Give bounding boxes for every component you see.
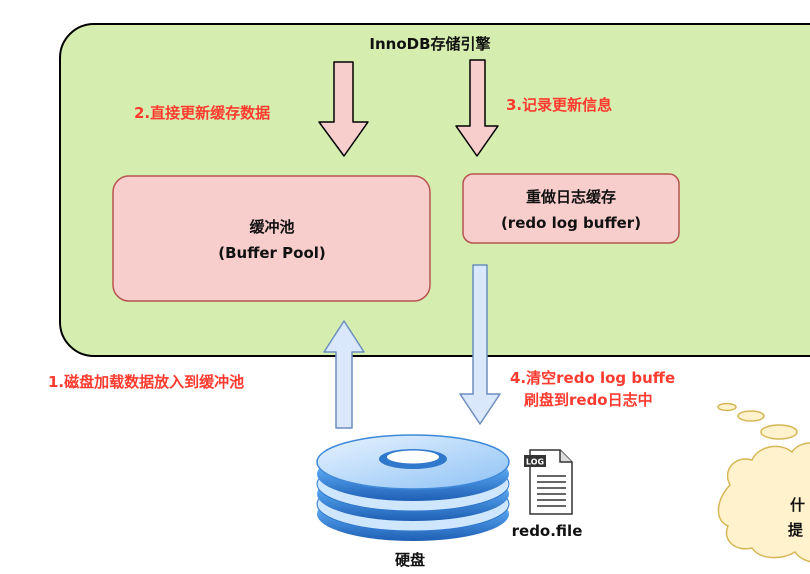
cloud-text-line1: 什 bbox=[790, 496, 805, 514]
step3-label: 3.记录更新信息 bbox=[506, 96, 612, 114]
log-file-icon: LOG bbox=[524, 449, 573, 515]
thought-bubble-medium bbox=[737, 410, 765, 422]
buffer-pool-box bbox=[112, 175, 431, 302]
redo-log-buffer-box bbox=[462, 173, 680, 244]
redo-buffer-title: 重做日志缓存 bbox=[526, 188, 616, 206]
load-from-disk-arrow bbox=[323, 320, 365, 429]
buffer-pool-title: 缓冲池 bbox=[249, 218, 294, 236]
record-update-arrow bbox=[455, 59, 499, 157]
thought-bubble-small bbox=[717, 402, 737, 412]
step4-label-line1: 4.清空redo log buffe bbox=[510, 369, 675, 387]
update-cache-arrow bbox=[318, 61, 369, 157]
step2-label: 2.直接更新缓存数据 bbox=[134, 104, 270, 122]
redo-buffer-subtitle: (redo log buffer) bbox=[501, 214, 641, 232]
cloud-text-line2: 提 bbox=[788, 521, 804, 539]
step1-label: 1.磁盘加载数据放入到缓冲池 bbox=[48, 373, 244, 391]
flush-redo-arrow bbox=[459, 264, 501, 425]
thought-bubble-large bbox=[760, 424, 798, 440]
thought-cloud bbox=[717, 442, 810, 563]
log-file-icon-text: LOG bbox=[526, 458, 544, 467]
engine-title: InnoDB存储引擎 bbox=[369, 35, 490, 53]
redo-file-label: redo.file bbox=[512, 522, 583, 540]
buffer-pool-subtitle: (Buffer Pool) bbox=[218, 244, 326, 262]
step4-label-line2: 刷盘到redo日志中 bbox=[524, 391, 653, 409]
disk-icon bbox=[316, 434, 510, 541]
disk-label: 硬盘 bbox=[395, 551, 425, 569]
